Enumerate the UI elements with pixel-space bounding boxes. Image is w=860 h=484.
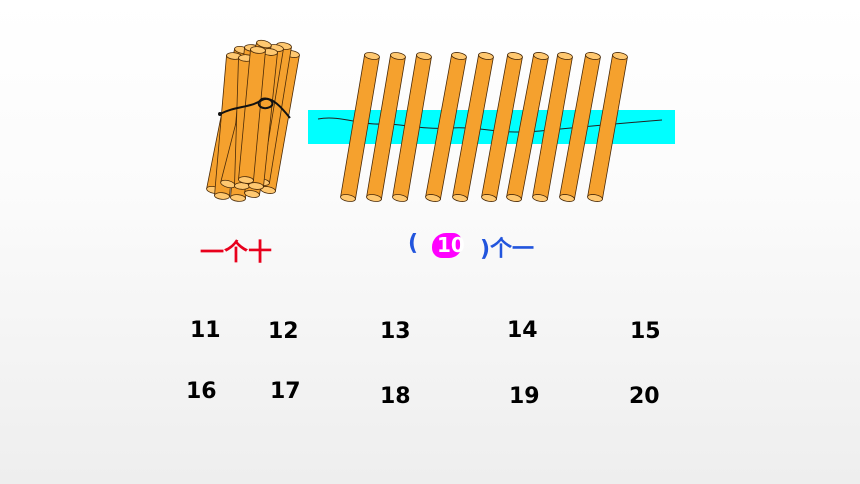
loose-stick (392, 52, 432, 202)
number-13: 13 (380, 319, 411, 344)
ones-label: )个一 (480, 237, 535, 262)
bundle-stick (214, 52, 242, 200)
hidden-count: 10 (437, 233, 465, 257)
ten-label: 一个十 (200, 238, 272, 266)
bundle-stick (238, 46, 266, 184)
loose-stick (506, 52, 549, 202)
answer-blob (432, 233, 462, 258)
loose-stick (340, 52, 380, 202)
bundle-of-ten-sticks (206, 39, 300, 202)
bundle-knot (218, 112, 222, 116)
number-11: 11 (190, 318, 221, 343)
loose-stick (587, 52, 628, 202)
number-17: 17 (270, 379, 301, 404)
loose-stick (452, 52, 494, 202)
bundle-string (219, 97, 291, 119)
number-12: 12 (268, 319, 299, 344)
number-15: 15 (630, 319, 661, 344)
number-14: 14 (507, 318, 538, 343)
open-paren: ( (408, 231, 419, 256)
number-19: 19 (509, 384, 540, 409)
number-18: 18 (380, 384, 411, 409)
loose-stick (559, 52, 601, 202)
loose-stick (481, 52, 523, 202)
loose-stick (532, 52, 573, 202)
number-16: 16 (186, 379, 217, 404)
loose-stick (425, 52, 467, 202)
loose-stick (366, 52, 406, 202)
number-20: 20 (629, 384, 660, 409)
ten-loose-sticks (340, 52, 628, 202)
